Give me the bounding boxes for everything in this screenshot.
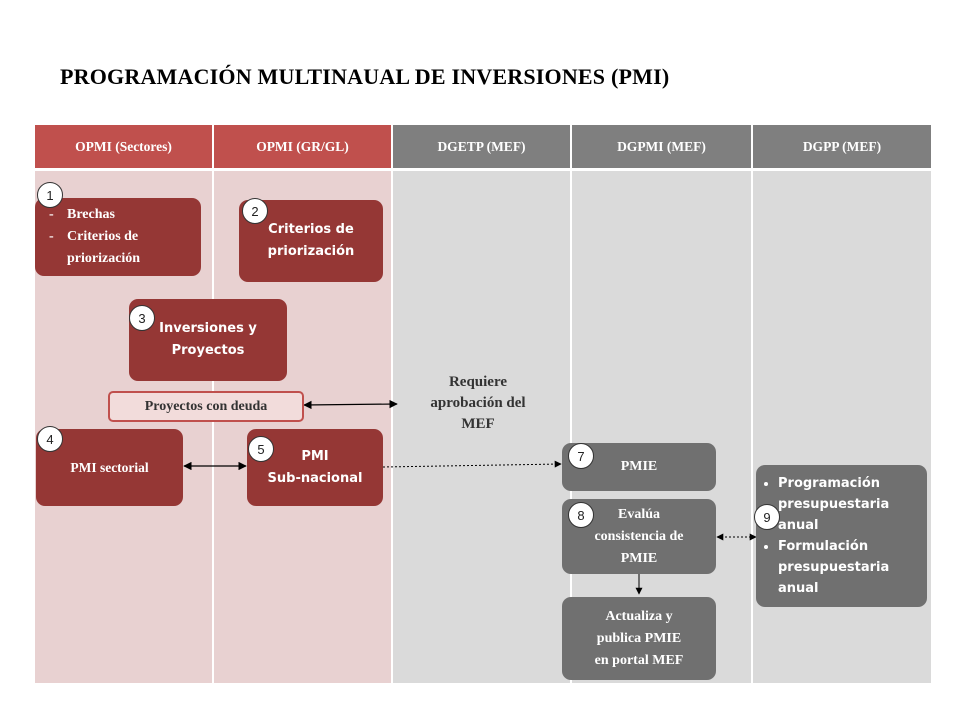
lane-dgetp bbox=[393, 171, 570, 683]
step-badge-9: 9 bbox=[754, 504, 780, 530]
column-header-dgpp: DGPP (MEF) bbox=[753, 125, 931, 168]
step-badge-5: 5 bbox=[248, 436, 274, 462]
box-pmi-sectorial: PMI sectorial bbox=[36, 429, 183, 506]
step-badge-1: 1 bbox=[37, 182, 63, 208]
page-title: PROGRAMACIÓN MULTINAUAL DE INVERSIONES (… bbox=[60, 64, 670, 89]
brechas-item: Criterios de priorización bbox=[49, 226, 201, 270]
step-badge-3: 3 bbox=[129, 305, 155, 331]
step-badge-2: 2 bbox=[242, 198, 268, 224]
box-inversiones-proyectos: Inversiones y Proyectos bbox=[129, 299, 287, 381]
box-proyectos-con-deuda: Proyectos con deuda bbox=[108, 391, 304, 422]
dgpp-item: Programación presupuestaria anual bbox=[778, 473, 921, 536]
brechas-list: Brechas Criterios de priorización bbox=[35, 204, 201, 270]
text-requiere-aprobacion: Requiere aprobación del MEF bbox=[430, 374, 526, 432]
step-badge-8: 8 bbox=[568, 502, 594, 528]
box-actualiza-publica: Actualiza y publica PMIE en portal MEF bbox=[562, 597, 716, 680]
step-badge-7: 7 bbox=[568, 443, 594, 469]
step-badge-4: 4 bbox=[37, 426, 63, 452]
column-header-dgpmi: DGPMI (MEF) bbox=[572, 125, 751, 168]
box-programacion-formulacion: Programación presupuestaria anual Formul… bbox=[756, 465, 927, 607]
column-header-dgetp: DGETP (MEF) bbox=[393, 125, 570, 168]
column-header-opmi-gr-gl: OPMI (GR/GL) bbox=[214, 125, 391, 168]
box-brechas: Brechas Criterios de priorización bbox=[35, 198, 201, 276]
column-header-opmi-sectores: OPMI (Sectores) bbox=[35, 125, 212, 168]
dgpp-list: Programación presupuestaria anual Formul… bbox=[756, 473, 927, 599]
brechas-item: Brechas bbox=[49, 204, 201, 226]
dgpp-item: Formulación presupuestaria anual bbox=[778, 536, 921, 599]
